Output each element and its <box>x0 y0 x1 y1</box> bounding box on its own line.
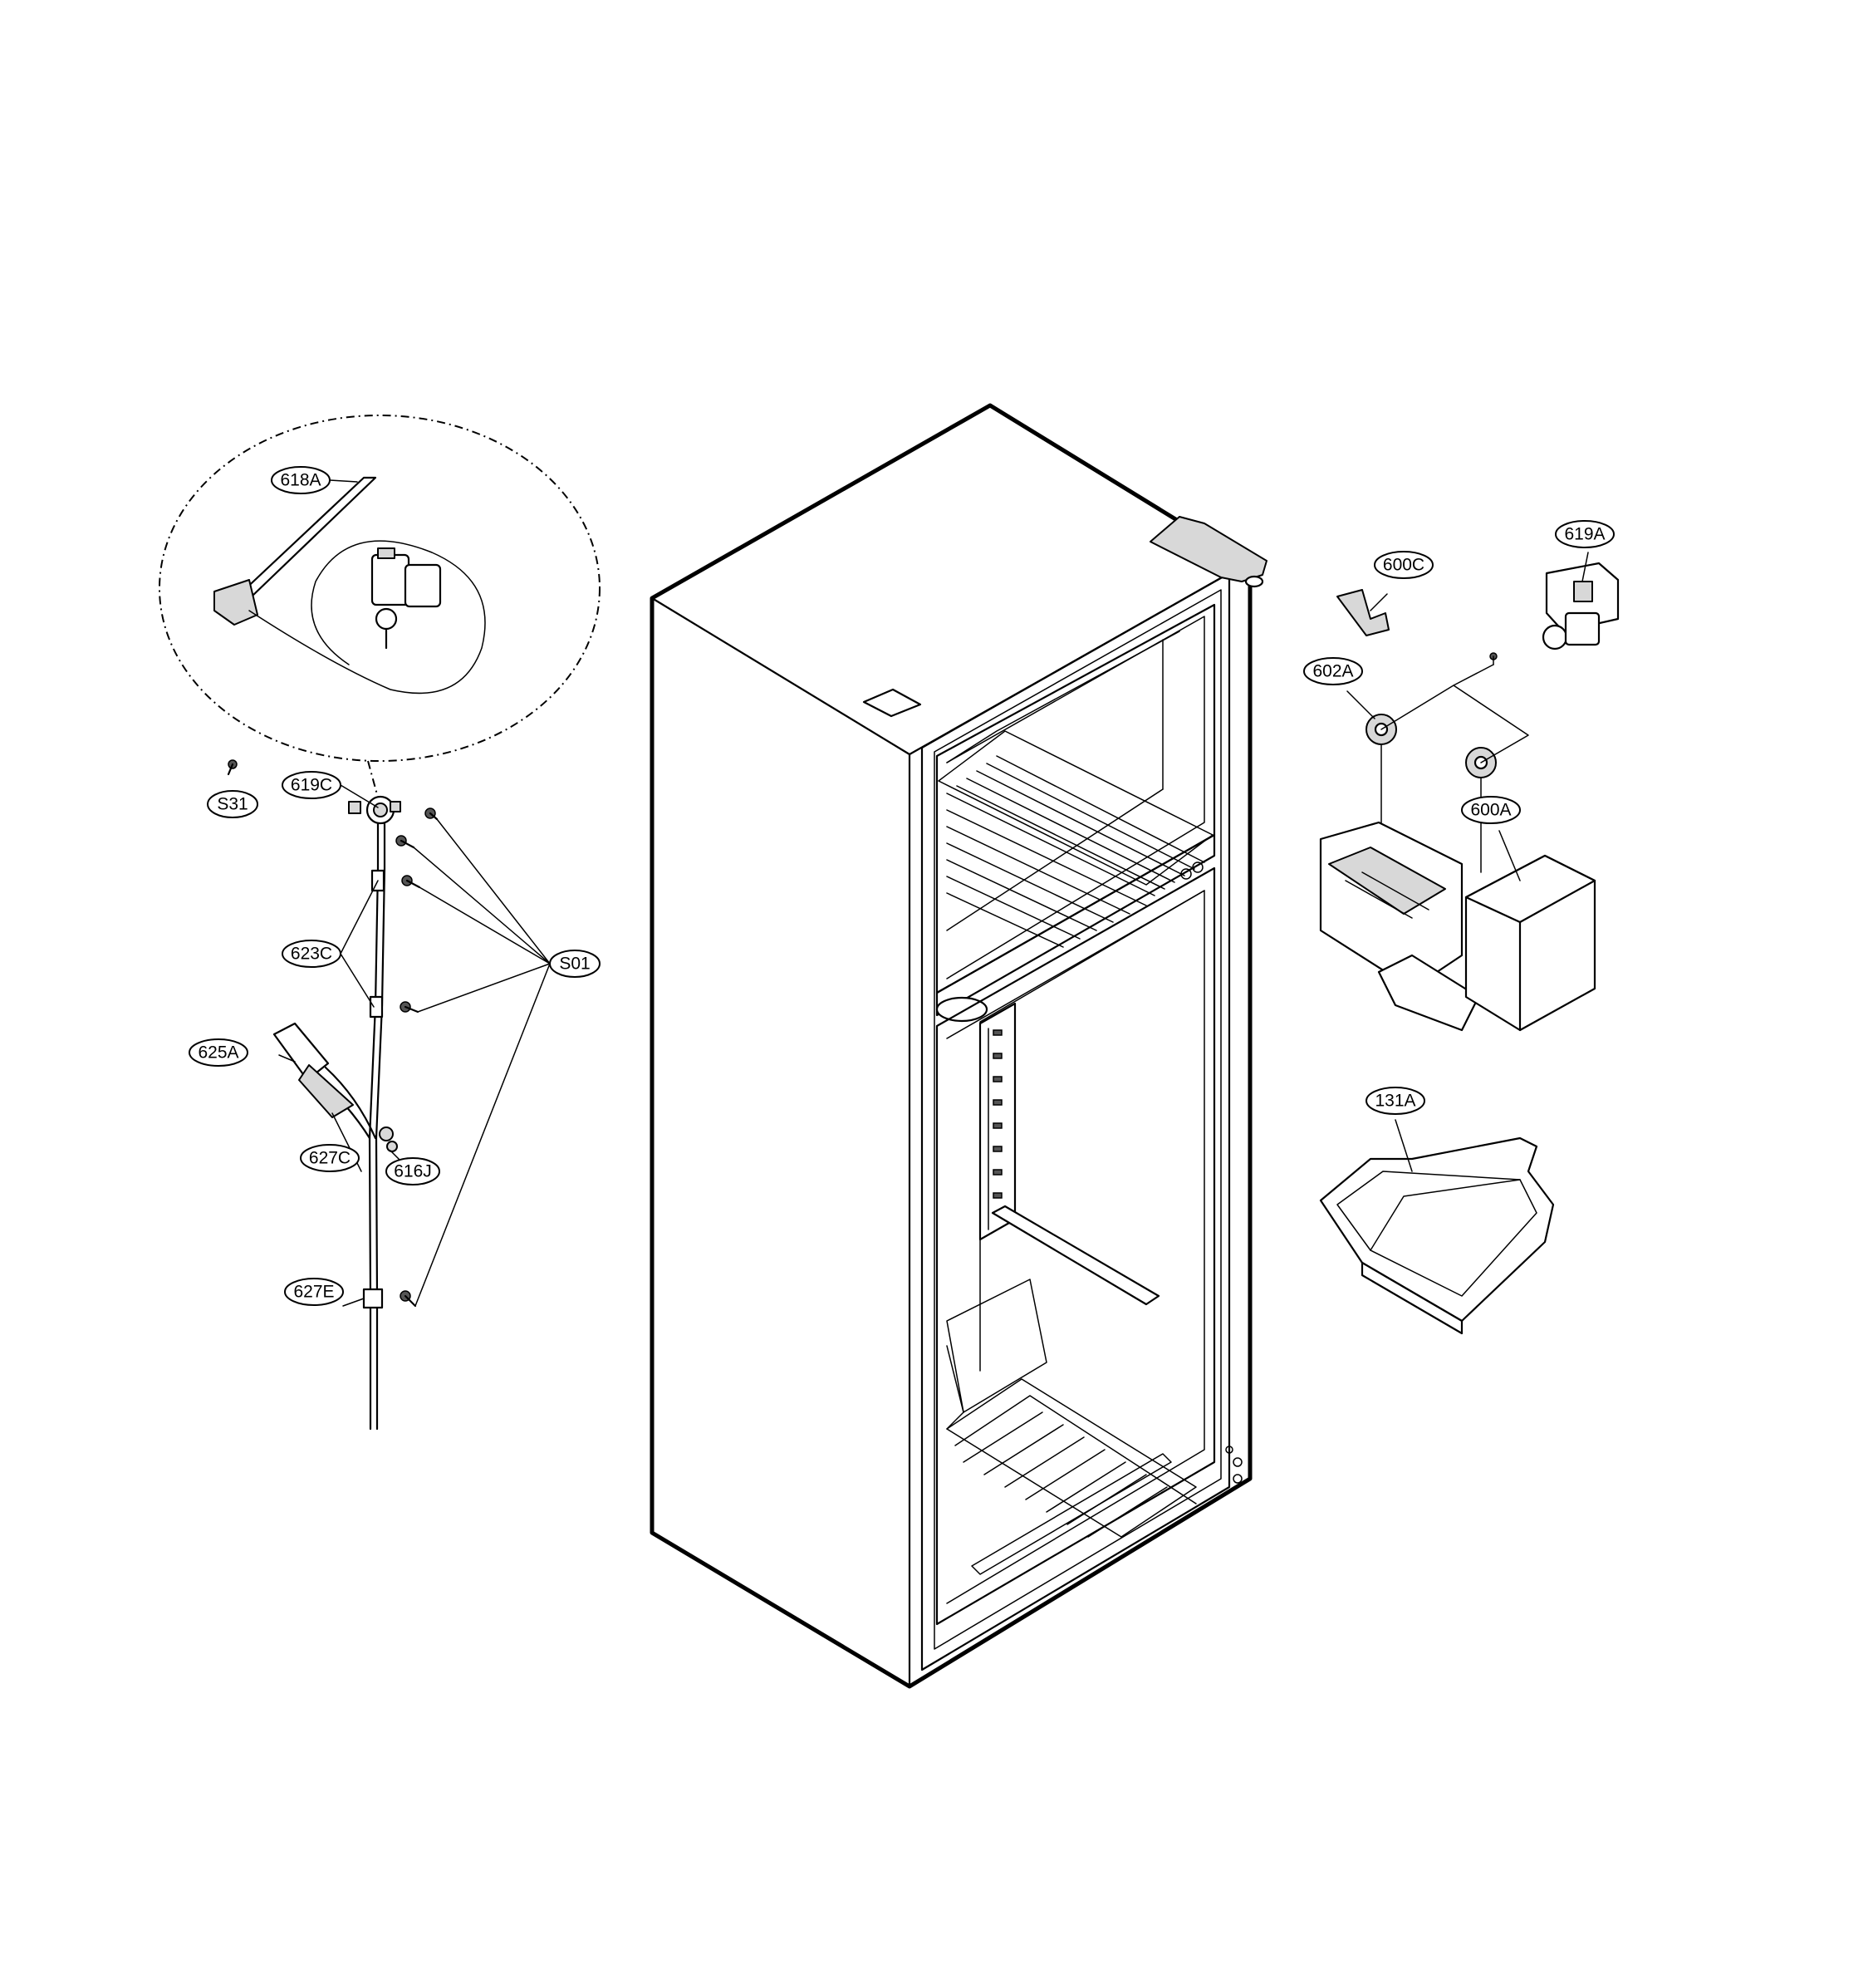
label-627E: 627E <box>284 1278 344 1306</box>
fresh-food-bottom-shelf <box>946 1378 1197 1538</box>
bracket-600C <box>1336 589 1390 636</box>
svg-text:602A: 602A <box>1312 662 1353 681</box>
svg-text:618A: 618A <box>280 471 321 490</box>
svg-text:627C: 627C <box>309 1149 351 1168</box>
water-valve-619C <box>348 795 401 825</box>
label-625A: 625A <box>189 1038 248 1067</box>
svg-text:S01: S01 <box>559 955 590 974</box>
svg-text:131A: 131A <box>1375 1092 1415 1111</box>
svg-text:S31: S31 <box>217 795 248 814</box>
label-600C: 600C <box>1374 551 1434 579</box>
label-600A: 600A <box>1461 796 1521 824</box>
shelf-rail <box>978 1002 1160 1306</box>
water-valve-detail <box>159 415 601 762</box>
ice-maker-600A <box>1319 821 1596 1032</box>
refrigerator-cabinet <box>650 403 1267 1689</box>
label-619A: 619A <box>1555 520 1615 548</box>
label-616J: 616J <box>385 1157 440 1185</box>
water-line-assembly <box>227 759 551 1431</box>
svg-text:625A: 625A <box>198 1043 238 1063</box>
part-labels: 618A 619C S31 623C S01 625A 627C 616J <box>189 466 1615 1306</box>
svg-text:616J: 616J <box>394 1162 432 1181</box>
svg-text:600C: 600C <box>1383 556 1424 575</box>
svg-text:623C: 623C <box>291 945 332 964</box>
svg-text:600A: 600A <box>1470 801 1511 820</box>
label-602A: 602A <box>1303 657 1363 685</box>
top-hinge <box>1150 516 1267 582</box>
label-S31: S31 <box>207 790 258 818</box>
label-S01: S01 <box>549 950 601 978</box>
label-618A: 618A <box>271 466 331 494</box>
ice-maker-assembly <box>1319 562 1620 1335</box>
water-filter-625A <box>272 1022 354 1118</box>
label-131A: 131A <box>1366 1087 1425 1115</box>
label-627C: 627C <box>300 1144 360 1172</box>
label-619C: 619C <box>282 771 341 799</box>
label-623C: 623C <box>282 940 341 968</box>
ice-bin-131A <box>1319 1136 1555 1335</box>
svg-text:619C: 619C <box>291 776 332 795</box>
water-valve-619A <box>1542 562 1620 650</box>
divider-light-lens <box>935 996 988 1023</box>
svg-text:627E: 627E <box>293 1283 334 1302</box>
bushings-602A <box>1366 714 1497 778</box>
screws-s01 <box>395 807 439 1308</box>
svg-text:619A: 619A <box>1564 525 1605 544</box>
